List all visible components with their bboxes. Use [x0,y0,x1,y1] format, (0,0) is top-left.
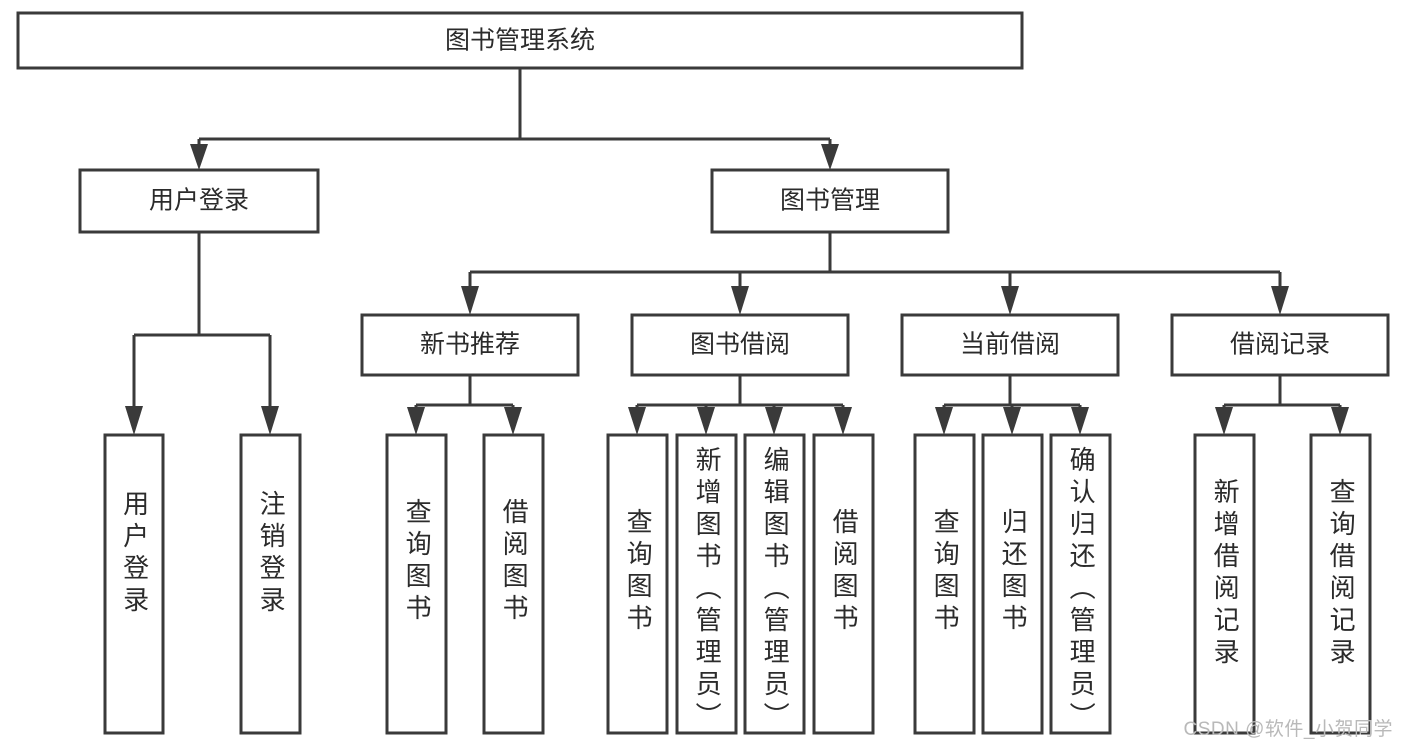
node-current-borrow[interactable]: 当前借阅 [900,313,1120,377]
node-book-manage-label: 图书管理 [780,187,880,215]
arrow-head-bb-borrow [834,407,852,435]
leaf-box-newbook-borrow[interactable] [482,433,545,735]
leaf-box-cb-confirm[interactable] [1049,433,1112,735]
arrow-head-bb-add [697,407,715,435]
arrow-head-cb-query [935,407,953,435]
connector-group-borrow-record [1215,375,1349,435]
node-new-book-rec-box[interactable] [360,313,580,377]
leaf-box-newbook-query[interactable] [385,433,448,735]
leaf-box-br-query[interactable] [1309,433,1372,735]
leaf-box-cb-return[interactable] [981,433,1044,735]
connector-group-user-login [125,232,279,435]
connector-group-book-borrow [628,375,852,435]
arrow-head-leaf-user-login [125,406,143,435]
connector-group-current-borrow [935,375,1089,435]
connector-group-book-manage [461,232,1289,315]
arrow-head-leaf-logout [261,406,279,435]
node-user-login[interactable]: 用户登录 [78,168,320,234]
leaf-box-br-add[interactable] [1193,433,1256,735]
arrow-head-cb-return [1003,407,1021,435]
arrow-head-br-add [1215,407,1233,435]
node-new-book-rec-label: 新书推荐 [420,331,520,359]
node-new-book-rec[interactable]: 新书推荐 [360,313,580,377]
watermark-text: CSDN @软件_小贺同学 [1183,719,1393,740]
node-user-login-label: 用户登录 [149,187,249,215]
node-book-borrow[interactable]: 图书借阅 [630,313,850,377]
arrow-head-book-borrow [731,286,749,315]
node-root-label: 图书管理系统 [445,27,595,55]
leaf-box-bb-borrow[interactable] [812,433,875,735]
connector-group-new-book-rec [407,375,522,435]
node-user-login-box[interactable] [78,168,320,234]
leaf-box-bb-add[interactable] [675,433,738,735]
arrow-head-newbook-borrow [504,407,522,435]
leaf-box-user-login[interactable] [103,433,165,735]
node-borrow-record-label: 借阅记录 [1230,331,1330,359]
leaf-box-bb-edit[interactable] [743,433,806,735]
arrow-head-current-borrow [1001,286,1019,315]
connector-group-root [190,68,839,170]
arrow-head-user-login [190,144,208,170]
arrow-head-bb-query [628,407,646,435]
node-borrow-record-box[interactable] [1170,313,1390,377]
arrow-head-cb-confirm [1071,407,1089,435]
node-root[interactable]: 图书管理系统 [16,11,1024,70]
arrow-head-bb-edit [765,407,783,435]
leaf-box-logout[interactable] [239,433,302,735]
node-book-manage-box[interactable] [710,168,950,234]
node-book-borrow-label: 图书借阅 [690,331,790,359]
arrow-head-new-book-rec [461,286,479,315]
node-borrow-record[interactable]: 借阅记录 [1170,313,1390,377]
arrow-head-borrow-record [1271,286,1289,315]
leaf-box-bb-query[interactable] [606,433,669,735]
node-current-borrow-box[interactable] [900,313,1120,377]
node-current-borrow-label: 当前借阅 [960,331,1060,359]
arrow-head-book-manage [821,144,839,170]
node-book-borrow-box[interactable] [630,313,850,377]
node-root-box[interactable] [16,11,1024,70]
arrow-head-br-query [1331,407,1349,435]
node-book-manage[interactable]: 图书管理 [710,168,950,234]
leaf-box-cb-query[interactable] [913,433,976,735]
arrow-head-newbook-query [407,407,425,435]
